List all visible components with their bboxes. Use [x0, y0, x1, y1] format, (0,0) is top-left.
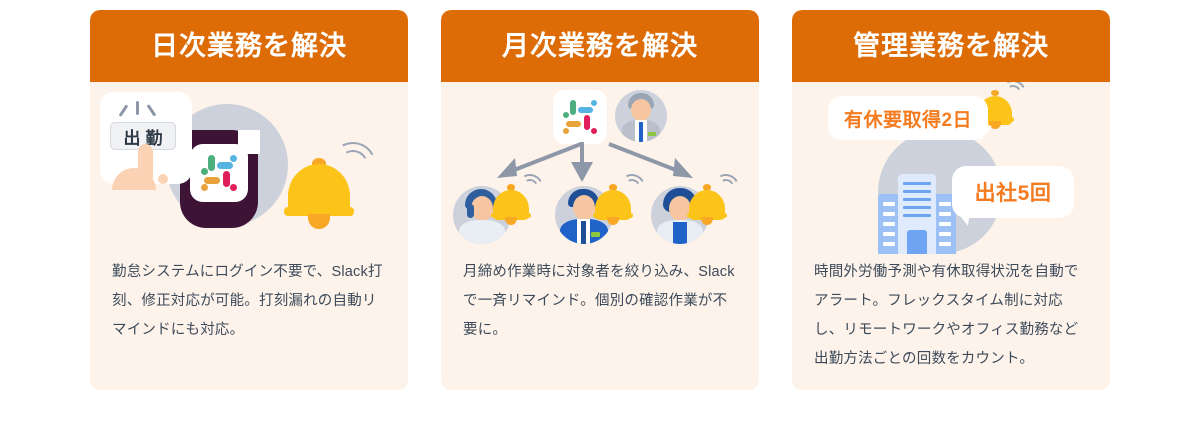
- bubble-tail-left: [978, 126, 992, 142]
- arrow-down-left-icon: [497, 142, 582, 178]
- alert-bubble-office-days: 出社5回: [952, 166, 1074, 218]
- slack-broadcast-reminder-illustration: [441, 82, 759, 254]
- bell-sound-waves: [615, 170, 649, 204]
- card-header-monthly: 月次業務を解決: [441, 10, 759, 82]
- slack-logo-tile: [553, 90, 607, 144]
- hand-palm: [112, 168, 156, 190]
- card-description: 時間外労働予測や有休取得状況を自動でアラート。フレックスタイム制に対応し、リモー…: [814, 264, 1079, 367]
- card-body-admin: 時間外労働予測や有休取得状況を自動でアラート。フレックスタイム制に対応し、リモー…: [792, 254, 1110, 390]
- arrow-down-right-icon: [608, 142, 693, 178]
- bell-sound-waves: [709, 170, 743, 204]
- bell-sound-waves: [996, 82, 1030, 110]
- feature-card-monthly: 月次業務を解決: [441, 10, 759, 390]
- card-title: 日次業務を解決: [151, 30, 347, 61]
- card-title: 管理業務を解決: [853, 30, 1049, 61]
- card-header-daily: 日次業務を解決: [90, 10, 408, 82]
- alert-bubble-text: 出社5回: [974, 182, 1052, 205]
- alert-bubble-text: 有休要取得2日: [843, 109, 973, 131]
- slack-clock-in-illustration: 出勤: [90, 82, 408, 254]
- slack-logo-tile: [190, 144, 248, 202]
- slack-logo-icon: [201, 155, 237, 191]
- click-spark-center: [136, 101, 139, 115]
- hand-thumb: [158, 174, 168, 184]
- notification-bell-icon: [490, 184, 532, 226]
- alert-bubble-paid-leave: 有休要取得2日: [828, 96, 988, 140]
- notification-bell-icon: [284, 158, 354, 230]
- manager-avatar-icon: [615, 90, 667, 142]
- card-title: 月次業務を解決: [502, 30, 698, 61]
- office-building-icon: [878, 168, 956, 254]
- arrow-down-icon: [571, 142, 593, 182]
- notification-bell-icon: [686, 184, 728, 226]
- card-header-admin: 管理業務を解決: [792, 10, 1110, 82]
- punch-in-button-label: 出勤: [123, 128, 168, 148]
- bell-sound-waves: [324, 136, 382, 194]
- bubble-tail-right: [956, 210, 970, 226]
- card-body-monthly: 月締め作業時に対象者を絞り込み、Slackで一斉リマインド。個別の確認作業が不要…: [441, 254, 759, 390]
- card-description: 月締め作業時に対象者を絞り込み、Slackで一斉リマインド。個別の確認作業が不要…: [463, 264, 735, 338]
- card-body-daily: 勤怠システムにログイン不要で、Slack打刻、修正対応が可能。打刻漏れの自動リマ…: [90, 254, 408, 390]
- feature-card-daily: 日次業務を解決: [90, 10, 408, 390]
- feature-card-admin: 管理業務を解決: [792, 10, 1110, 390]
- bell-sound-waves: [513, 170, 547, 204]
- attendance-alert-illustration: 有休要取得2日 出社5回: [792, 82, 1110, 254]
- slack-logo-icon: [563, 100, 597, 134]
- card-description: 勤怠システムにログイン不要で、Slack打刻、修正対応が可能。打刻漏れの自動リマ…: [112, 264, 383, 338]
- notification-bell-icon: [592, 184, 634, 226]
